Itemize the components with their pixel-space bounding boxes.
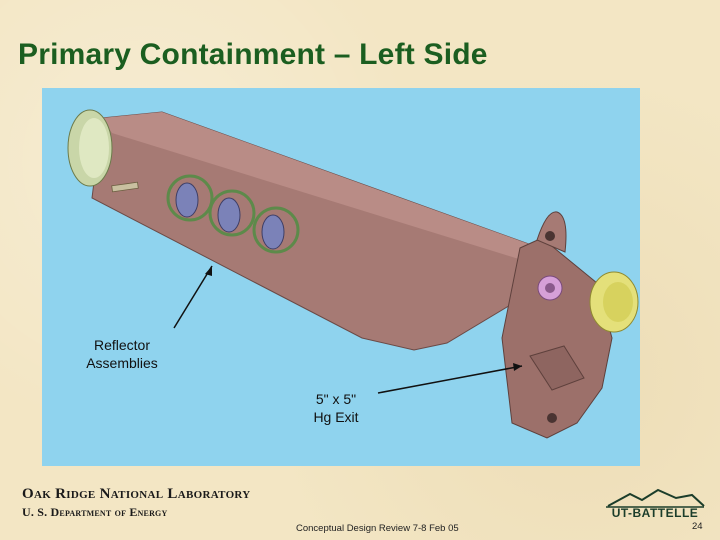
reflector-label-line1: Reflector [93, 337, 151, 353]
exit-label-line1: 5" x 5" [315, 391, 357, 407]
hg-exit-recess [529, 345, 585, 391]
slide-title: Primary Containment – Left Side [18, 38, 488, 71]
mountain-logo-icon [606, 488, 705, 508]
ut-battelle-logo: UT-BATTELLE [600, 486, 710, 522]
pink-fitting [537, 275, 563, 301]
logo-text: UT-BATTELLE [611, 506, 699, 520]
containment-model-drawing [67, 109, 639, 439]
org-lab-name: Oak Ridge National Laboratory [22, 486, 251, 502]
page-number: 24 [692, 521, 703, 532]
review-footer-text: Conceptual Design Review 7-8 Feb 05 [296, 523, 459, 534]
end-flange-plate [501, 237, 613, 439]
reflector-assemblies [166, 174, 300, 254]
yellow-disk [589, 271, 639, 333]
cad-figure [42, 88, 640, 466]
reflector-label-line2: Assemblies [86, 355, 158, 371]
reflector-assemblies-label: Reflector Assemblies [72, 336, 172, 372]
exit-callout-arrow [377, 365, 523, 394]
beam-top-face [102, 112, 562, 260]
reflector-callout-arrow [173, 265, 213, 329]
hg-exit-label: 5" x 5" Hg Exit [296, 390, 376, 426]
exit-label-line2: Hg Exit [313, 409, 359, 425]
org-department: U. S. Department of Energy [22, 505, 168, 519]
